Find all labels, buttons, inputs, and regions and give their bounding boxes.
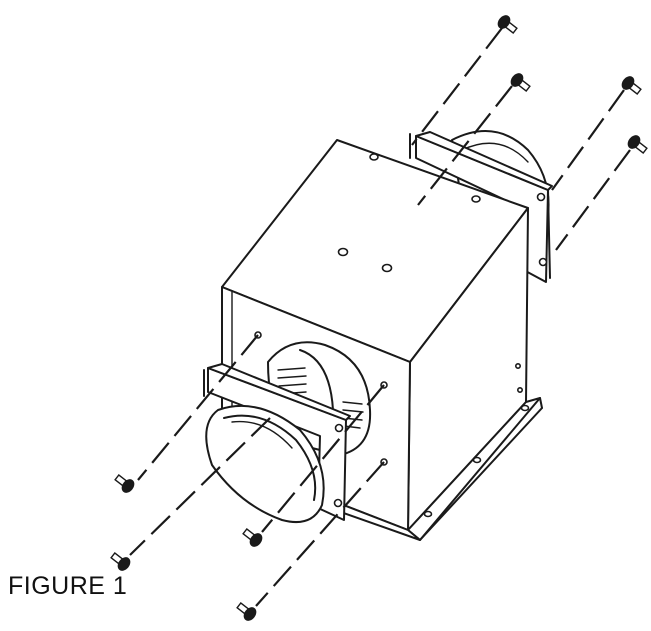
screw-top-3 [621,76,642,95]
screw-bottom-2 [242,528,263,547]
screw-top-2 [510,73,531,92]
figure-caption: FIGURE 1 [8,572,128,600]
alignment-lines [129,27,631,607]
screw-top-1 [497,15,518,34]
screw-bottom-3 [110,552,131,571]
screw-bottom-1 [114,474,135,493]
screw-bottom-4 [236,602,257,621]
screw-top-4 [627,135,648,154]
